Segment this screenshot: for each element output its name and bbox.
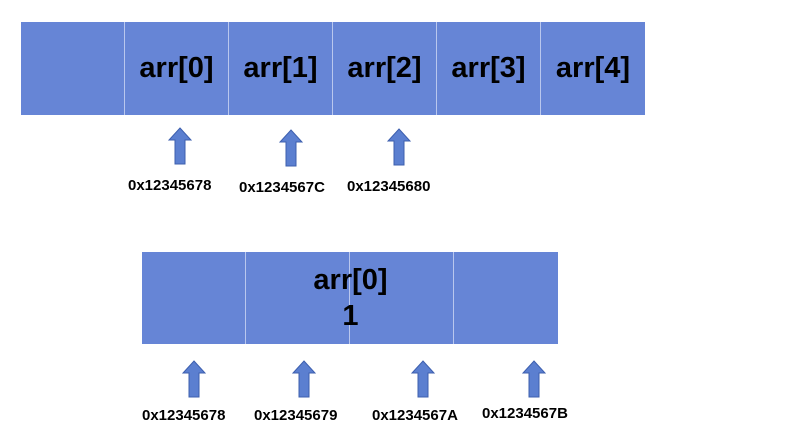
array-cell-arr4: arr[4] — [541, 22, 645, 115]
byte-cell — [350, 252, 454, 344]
up-arrow-icon — [182, 360, 206, 398]
up-arrow-icon — [387, 128, 411, 166]
up-arrow-icon — [279, 129, 303, 167]
array-cell-arr3: arr[3] — [437, 22, 541, 115]
up-arrow-icon — [411, 360, 435, 398]
up-arrow-icon — [522, 360, 546, 398]
array-cell-arr1: arr[1] — [229, 22, 333, 115]
byte-cell — [454, 252, 558, 344]
address-label: 0x1234567B — [482, 405, 568, 422]
address-label: 0x12345679 — [254, 407, 338, 424]
byte-cells-row — [142, 252, 558, 344]
address-label: 0x12345678 — [128, 177, 212, 194]
element-label: arr[0] 1 — [247, 252, 454, 344]
address-label: 0x12345678 — [142, 407, 226, 424]
array-cell-arr0: arr[0] — [125, 22, 229, 115]
array-cell-arr2: arr[2] — [333, 22, 437, 115]
up-arrow-icon — [292, 360, 316, 398]
address-label: 0x1234567A — [372, 407, 458, 424]
element-value: 1 — [342, 300, 359, 332]
address-label: 0x1234567C — [239, 179, 325, 196]
byte-cell — [246, 252, 350, 344]
array-elements-row: arr[0] arr[1] arr[2] arr[3] arr[4] — [21, 22, 645, 115]
address-label: 0x12345680 — [347, 178, 431, 195]
array-cell-empty — [21, 22, 125, 115]
element-name: arr[0] — [313, 263, 388, 296]
up-arrow-icon — [168, 127, 192, 165]
byte-cell — [142, 252, 246, 344]
